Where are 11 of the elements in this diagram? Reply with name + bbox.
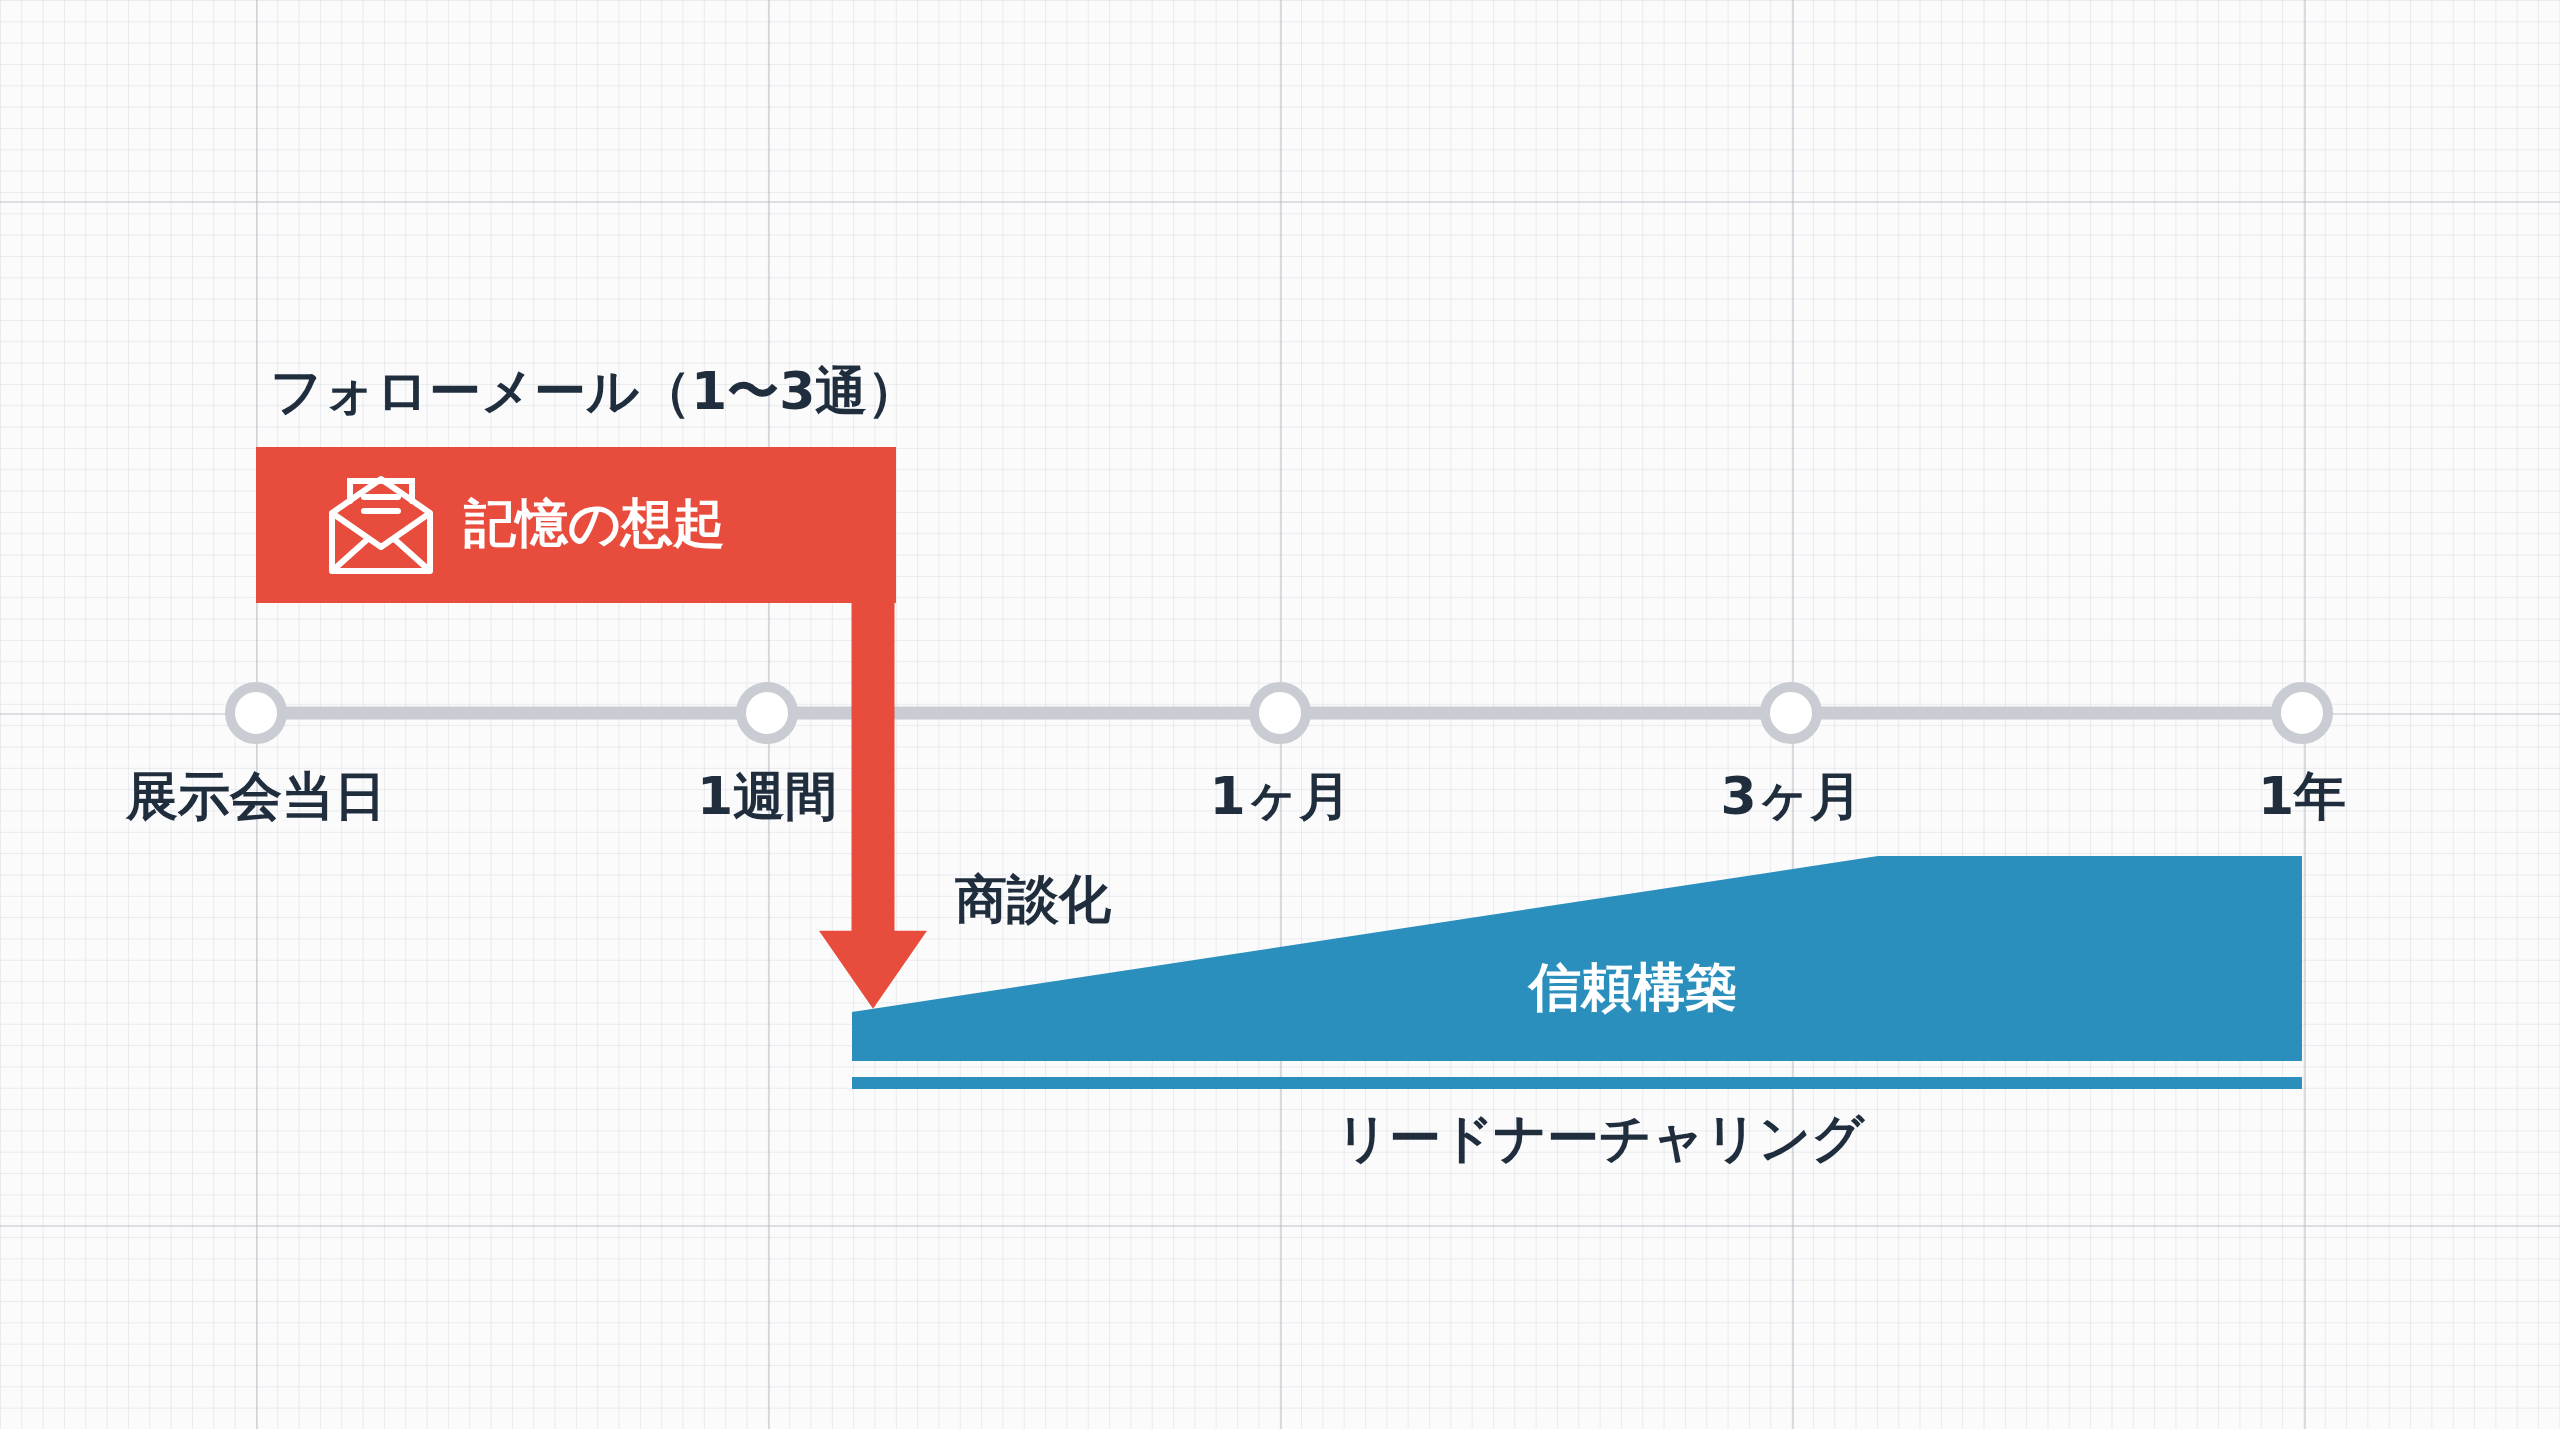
milestone-label: 1ヶ月 (1209, 765, 1351, 828)
milestone-label: 3ヶ月 (1720, 765, 1862, 828)
arrow (819, 603, 927, 1009)
milestone-label: 展示会当日 (126, 765, 386, 828)
edge-label: 商談化 (955, 868, 1111, 931)
milestone-label: 1週間 (696, 765, 838, 828)
box-label: 記憶の想起 (464, 492, 725, 555)
bar-label: リードナーチャリング (1336, 1107, 1864, 1170)
heading: フォローメール（1〜3通） (270, 360, 920, 423)
milestone-label: 1年 (2257, 765, 2347, 828)
shape-label: 信頼構築 (1529, 956, 1737, 1019)
